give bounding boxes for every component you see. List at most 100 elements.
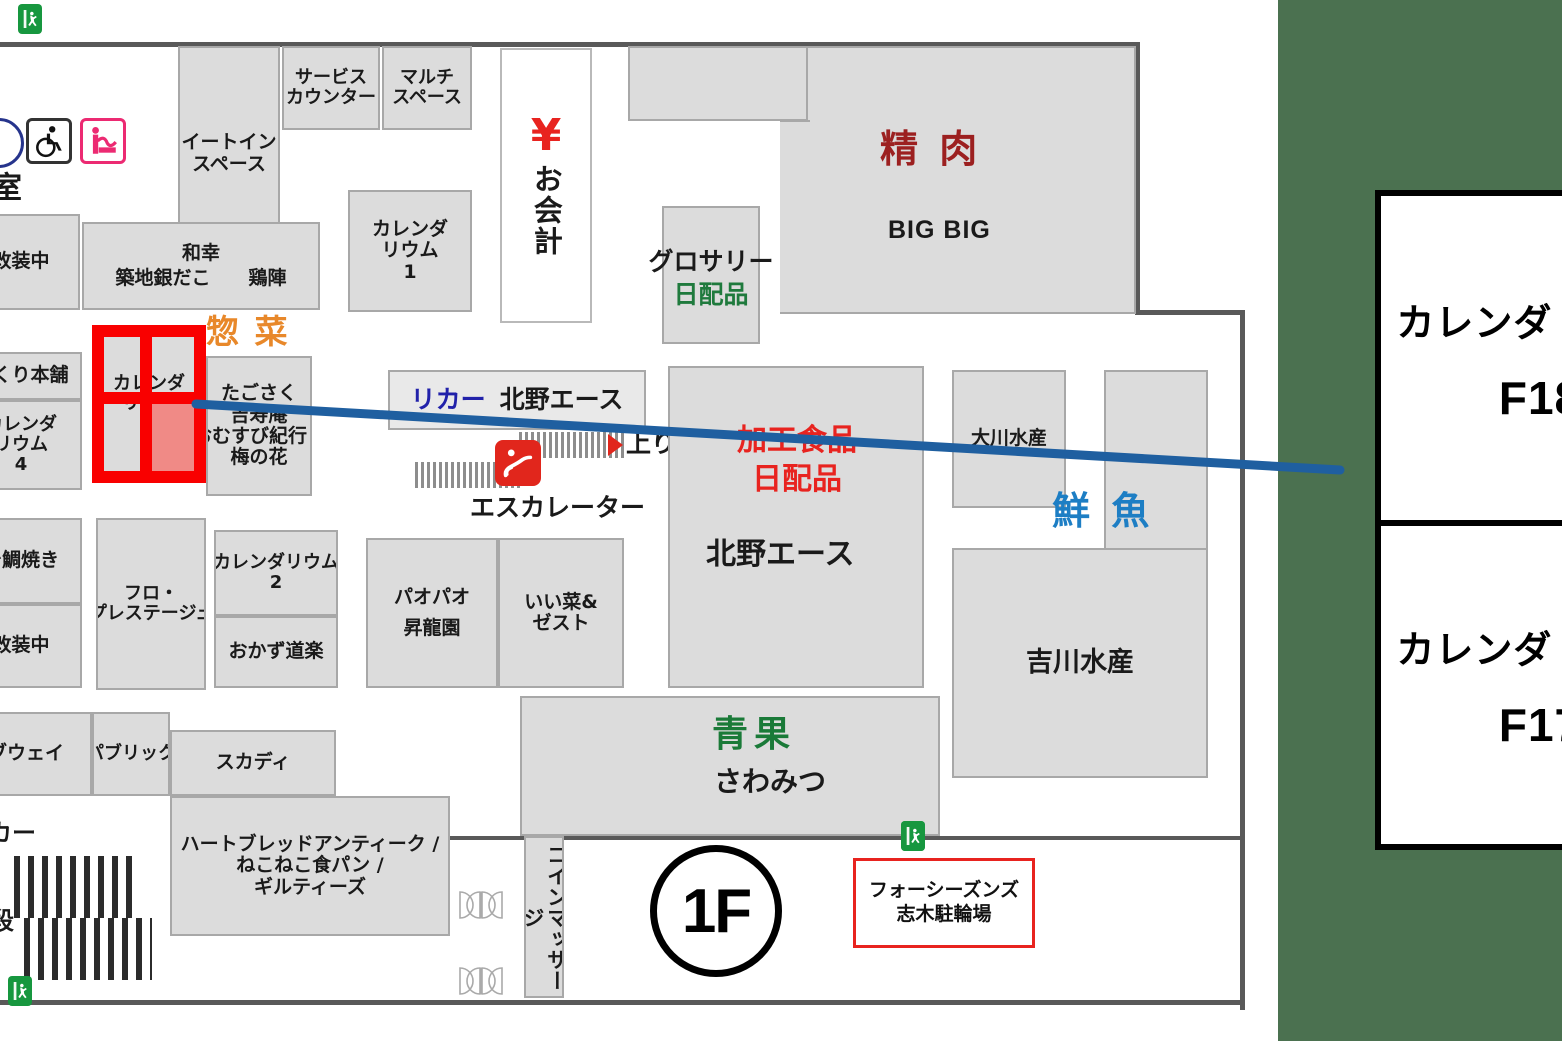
area-meat[interactable] — [628, 46, 808, 121]
shop-label: 昇龍園 — [403, 617, 461, 639]
produce-title: 青果 — [712, 714, 797, 755]
meat-sub: BIG BIG — [888, 216, 991, 244]
shop-tsukiji-wako[interactable]: 和幸 築地銀だこ 鶏陣 — [82, 222, 320, 310]
shop-label: 吉寿庵 — [230, 403, 288, 426]
shop-label: おかず道楽 — [228, 640, 324, 663]
shop-label: カウンター — [286, 87, 376, 108]
shop-label: カレンダ — [0, 413, 57, 435]
shop-paopao[interactable]: パオパオ 昇龍園 — [366, 538, 498, 688]
shop-label: いい菜& — [524, 590, 598, 613]
shop-label: 和幸 — [181, 241, 220, 264]
shop-label: ゼスト — [532, 612, 590, 634]
shop-label: リウム — [381, 239, 439, 262]
area-produce[interactable] — [520, 696, 940, 836]
shop-service-counter[interactable]: サービス カウンター — [282, 46, 380, 130]
shop-yoshikawa-suisan[interactable]: 吉川水産 — [952, 548, 1208, 778]
shop-label: おむすび紀行 — [208, 425, 307, 447]
shop-label: ハートブレッドアンティーク / — [180, 833, 440, 856]
shop-zukuri-honpo[interactable]: づくり本舗 — [0, 352, 82, 400]
grocery-title: グロサリー — [648, 247, 774, 276]
bicycle-parking-label: フォーシーズンズ — [868, 879, 1020, 902]
shop-label: ねこねこ食パン / — [236, 854, 384, 877]
shop-label: カレンダ — [371, 218, 448, 241]
shop-label: サービス — [295, 66, 367, 88]
yen-symbol: ¥ — [530, 110, 562, 161]
shop-label: スカディ — [215, 751, 291, 774]
kitano-ace-label: 北野エース — [499, 385, 624, 414]
shop-label: ギルティーズ — [254, 875, 366, 898]
info-row-1: カレンダ リウム F17 — [1381, 520, 1562, 844]
shop-skadi[interactable]: スカディ — [170, 730, 336, 796]
grocery-sub: 日配品 — [673, 279, 749, 309]
shop-kaisouchu-top[interactable]: 改装中 — [0, 214, 80, 310]
shop-subway[interactable]: ブウェイ — [0, 712, 92, 796]
processed-title-line2: 日配品 — [752, 461, 842, 497]
escalator-up-arrow-icon — [608, 434, 623, 456]
emergency-exit-icon — [18, 4, 42, 34]
floor-badge: 1F — [650, 845, 782, 977]
coin-massage-label: コインマッサージ — [524, 843, 564, 991]
wall-mid-bottom — [330, 836, 1245, 840]
shop-label: パブリック — [94, 742, 168, 764]
shop-label: プレステージュ — [98, 603, 204, 624]
shop-iina-zest[interactable]: いい菜& ゼスト — [498, 538, 624, 688]
wall-top-right — [1135, 42, 1140, 314]
shop-heartbread[interactable]: ハートブレッドアンティーク / ねこねこ食パン / ギルティーズ — [170, 796, 450, 936]
area-liquor-kitano[interactable]: リカー 北野エース — [388, 370, 646, 430]
shop-calendarium-4[interactable]: カレンダ リウム 4 — [0, 400, 82, 490]
area-grocery[interactable] — [662, 206, 760, 344]
shop-label: 大川水産 — [970, 427, 1047, 450]
locker-bank-upper — [14, 856, 132, 918]
baby-care-icon — [80, 118, 126, 164]
floor-map: イートイン スペース サービス カウンター マルチ スペース カレンダ リウム … — [0, 4, 1245, 1010]
store-info-card: カレンダ リウム F18 カレンダ リウム F17 — [1375, 190, 1562, 850]
door-icon — [458, 966, 504, 996]
processed-title-line1: 加工食品 — [737, 423, 857, 458]
shop-label: 2 — [269, 572, 283, 593]
locker-sub-label: 段 — [0, 907, 14, 935]
shop-label: イートイン — [181, 131, 277, 154]
wall-right — [1240, 310, 1245, 1010]
locker-bank-lower — [24, 918, 152, 980]
shop-label: スペース — [392, 87, 462, 108]
shop-ookawa-suisan[interactable]: 大川水産 — [952, 370, 1066, 508]
wall-bottom — [0, 1000, 1245, 1005]
shop-label: で鯛焼き — [0, 549, 59, 572]
bicycle-parking-box[interactable]: フォーシーズンズ 志木駐輪場 — [853, 858, 1035, 948]
shop-coin-massage[interactable]: コインマッサージ — [524, 836, 564, 998]
area-processed-foods[interactable] — [668, 366, 924, 688]
shop-kaisouchu-bottom[interactable]: 改装中 — [0, 604, 82, 688]
wall-top — [0, 42, 1140, 47]
shop-public[interactable]: パブリック — [92, 712, 170, 796]
shop-label: マルチ — [400, 66, 454, 88]
shop-label: フロ・ — [124, 582, 178, 604]
checkout-area: ¥ お会計 — [500, 48, 592, 323]
info-store-code: F18 — [1498, 371, 1562, 424]
shop-okazu-dorakku[interactable]: おかず道楽 — [214, 616, 338, 688]
meat-title: 精 肉 — [880, 127, 982, 171]
processed-foods-title: 加工食品 日配品 — [722, 423, 872, 497]
area-meat-main[interactable] — [806, 46, 1136, 314]
shop-label: たごさく — [220, 382, 297, 405]
shop-multi-space[interactable]: マルチ スペース — [382, 46, 472, 130]
shop-tagosaku-group[interactable]: たごさく 吉寿庵 おむすび紀行 梅の花 — [206, 356, 312, 496]
escalator-icon — [495, 440, 541, 486]
shop-label: 4 — [14, 454, 28, 476]
shop-de-taiyaki[interactable]: で鯛焼き — [0, 518, 82, 604]
shop-label: 吉川水産 — [1026, 646, 1134, 678]
shop-flo-prestige[interactable]: フロ・ プレステージュ — [96, 518, 206, 690]
shop-label: づくり本舗 — [0, 364, 69, 387]
processed-foods-shop: 北野エース — [706, 537, 855, 572]
shop-label: 改装中 — [0, 250, 50, 273]
info-store-code: F17 — [1498, 698, 1562, 751]
shop-label: 鶏陣 — [248, 267, 287, 289]
bicycle-parking-label: 志木駐輪場 — [896, 903, 992, 925]
info-store-name: カレンダ リウム — [1396, 300, 1562, 345]
locker-label: カー — [0, 819, 36, 847]
shop-label: リウム — [0, 433, 48, 455]
shop-calendarium-1[interactable]: カレンダ リウム 1 — [348, 190, 472, 312]
shop-label: 梅の花 — [230, 446, 288, 469]
shop-calendarium-2[interactable]: カレンダリウム 2 — [214, 530, 338, 616]
liquor-label: リカー — [410, 385, 486, 414]
area-meat-notch — [780, 120, 810, 314]
